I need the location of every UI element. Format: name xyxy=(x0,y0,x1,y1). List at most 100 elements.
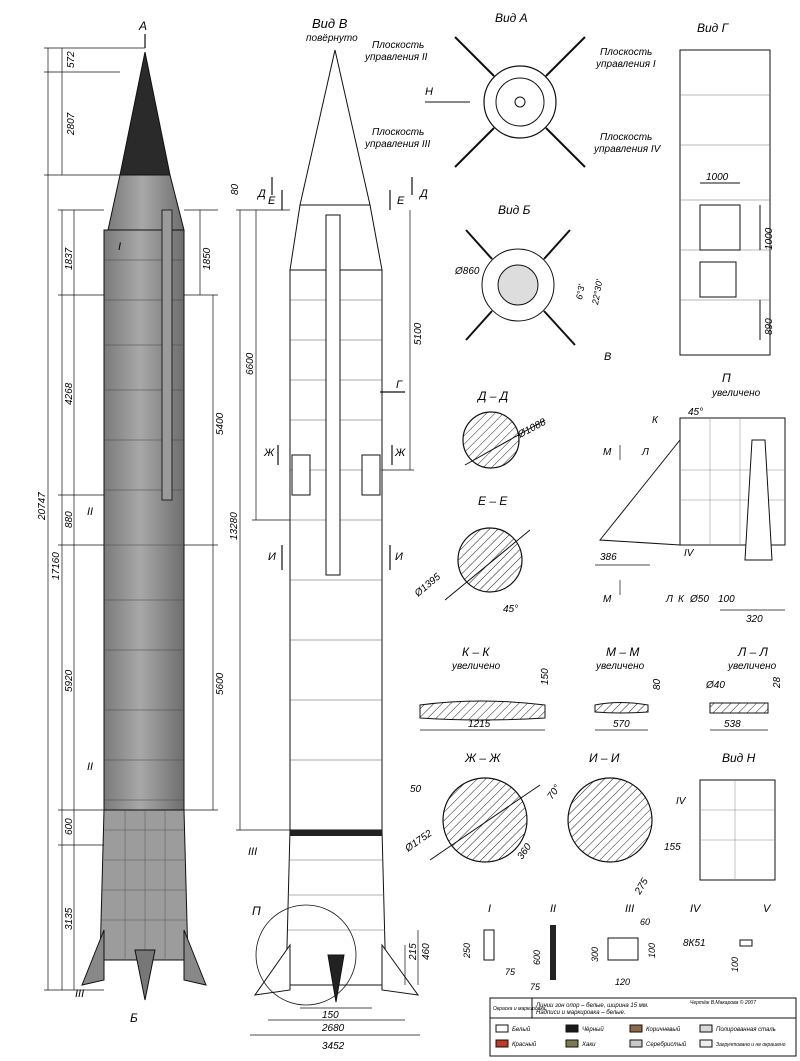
view-p-mark-k-top: К xyxy=(652,415,659,426)
legend-header-left: Окраска и маркировка xyxy=(493,1006,546,1012)
view-g-dim-890: 890 xyxy=(764,318,775,335)
view-b-angle-1: 6°3' xyxy=(574,283,587,300)
view-p-subtitle: увеличено xyxy=(711,388,761,399)
section-zhzh-dia: Ø1752 xyxy=(403,828,435,855)
dim-3452: 3452 xyxy=(322,1041,345,1052)
view-b-diameter: Ø860 xyxy=(454,266,480,277)
legend-frame xyxy=(489,997,797,1057)
cut-marks: Д Д Е Е Ж Ж И И Г xyxy=(256,188,428,563)
cut-g-mark: Г xyxy=(396,379,403,391)
view-a-center xyxy=(514,96,526,108)
dim-17160: 17160 xyxy=(51,552,62,580)
view-p-callout-mark: П xyxy=(252,904,261,918)
section-kk-dim-1215: 1215 xyxy=(468,719,491,730)
legend-item: Полированная сталь xyxy=(699,1024,776,1033)
section-dd-circle xyxy=(462,411,520,469)
left-side-profile: А Б I II II xyxy=(37,19,226,1025)
center-nose-cone xyxy=(299,49,371,206)
dim-1850: 1850 xyxy=(202,247,213,270)
legend-label-white: Белый xyxy=(512,1026,531,1033)
legend-header-text: Линии зон опор – белые, ширина 15 мм. На… xyxy=(535,1003,650,1016)
view-p-dim-d50: Ø50 xyxy=(689,594,709,605)
legend-item: Белый xyxy=(495,1024,531,1033)
dim-5920: 5920 xyxy=(64,669,75,692)
section-ll-dim-538: 538 xyxy=(724,719,741,730)
center-fin-middle xyxy=(327,954,345,1003)
detail-iii-dim-120: 120 xyxy=(615,977,630,987)
detail-label-iii: III xyxy=(625,903,634,915)
section-ll-dim-28: 28 xyxy=(772,676,783,689)
dim-13280: 13280 xyxy=(229,512,240,540)
dim-2807: 2807 xyxy=(66,112,77,136)
legend-item: Чёрный xyxy=(565,1024,604,1033)
cut-d-right: Д xyxy=(418,188,428,200)
section-ee-title: Е – Е xyxy=(478,494,508,508)
legend-item: Красный xyxy=(495,1039,537,1048)
view-b-angle-2: 22°30' xyxy=(590,278,604,306)
view-a-title: Вид А xyxy=(495,11,528,25)
legend-label-polished-steel: Полированная сталь xyxy=(716,1027,776,1033)
view-g-title: Вид Г xyxy=(697,21,730,35)
color-legend: Окраска и маркировка Линии зон опор – бе… xyxy=(489,997,797,1057)
view-b-title: Вид Б xyxy=(498,203,531,217)
dim-460: 460 xyxy=(421,943,432,960)
view-b-nozzle-block xyxy=(497,264,539,306)
view-p-panel-lines xyxy=(680,418,785,545)
center-fin-left xyxy=(253,943,291,996)
detail-ii-marking xyxy=(550,925,556,980)
detail-ii-dim-600: 600 xyxy=(532,950,542,965)
view-g-dim-1000-v: 1000 xyxy=(764,227,775,250)
view-p-title: П xyxy=(722,371,731,385)
view-p-dim-labels: 386 Ø50 100 320 xyxy=(600,552,763,625)
section-mark-i: I xyxy=(118,241,121,253)
section-ii-dim-275: 275 xyxy=(633,876,652,897)
section-dd-diameter: Ø1088 xyxy=(515,417,548,441)
view-n-mark-iv: IV xyxy=(676,796,687,807)
section-zhzh-title: Ж – Ж xyxy=(464,751,501,765)
detail-i-marking xyxy=(483,929,495,961)
swatch-white xyxy=(495,1024,509,1033)
view-n: Вид Н IV xyxy=(676,751,776,881)
tail-panel-lines xyxy=(102,810,187,960)
section-zhzh-dim-50: 50 xyxy=(410,784,422,795)
detail-iii-dim-300: 300 xyxy=(590,947,600,962)
side-fairing-left xyxy=(291,454,311,496)
dim-3135: 3135 xyxy=(64,907,75,930)
section-zhzh-dia-line xyxy=(429,784,541,861)
view-v-title: Вид В xyxy=(312,16,348,31)
view-n-title: Вид Н xyxy=(722,751,756,765)
view-p-mark-l-bottom: Л xyxy=(665,594,673,605)
view-a-arrow-mark: А xyxy=(138,19,147,33)
view-p-dim-lines xyxy=(595,445,785,611)
detail-i-dim-75: 75 xyxy=(505,967,516,977)
legend-item: Серебристый xyxy=(629,1039,687,1048)
legend-swatches: Белый Чёрный Коричневый Полированная ста… xyxy=(495,1024,786,1048)
section-ee-angle: 45° xyxy=(503,604,518,615)
section-dd-dia-line xyxy=(464,419,546,466)
dim-1837: 1837 xyxy=(64,247,75,270)
cut-i-left: И xyxy=(268,551,276,563)
legend-item: Загрунтовано и не окрашено xyxy=(699,1039,786,1048)
section-ll-subtitle: увеличено xyxy=(727,661,777,672)
detail-iii-marking xyxy=(607,937,639,961)
view-p-angle: 45° xyxy=(688,407,703,418)
cable-conduit xyxy=(161,209,173,501)
section-ii-title: И – И xyxy=(589,751,620,765)
section-mm-profile xyxy=(594,702,649,714)
swatch-brown xyxy=(629,1024,643,1033)
detail-label-ii: II xyxy=(550,903,556,915)
legend-item: Коричневый xyxy=(629,1024,681,1033)
view-b-arrow-v: В xyxy=(604,351,611,363)
center-fin-right xyxy=(381,943,420,996)
detail-ii-dim-75: 75 xyxy=(530,982,541,992)
dim-572: 572 xyxy=(66,51,77,68)
section-ii-circle xyxy=(567,777,653,863)
dim-2680: 2680 xyxy=(321,1023,345,1034)
dim-4268: 4268 xyxy=(64,382,75,405)
view-g-lower-panel xyxy=(699,261,737,298)
